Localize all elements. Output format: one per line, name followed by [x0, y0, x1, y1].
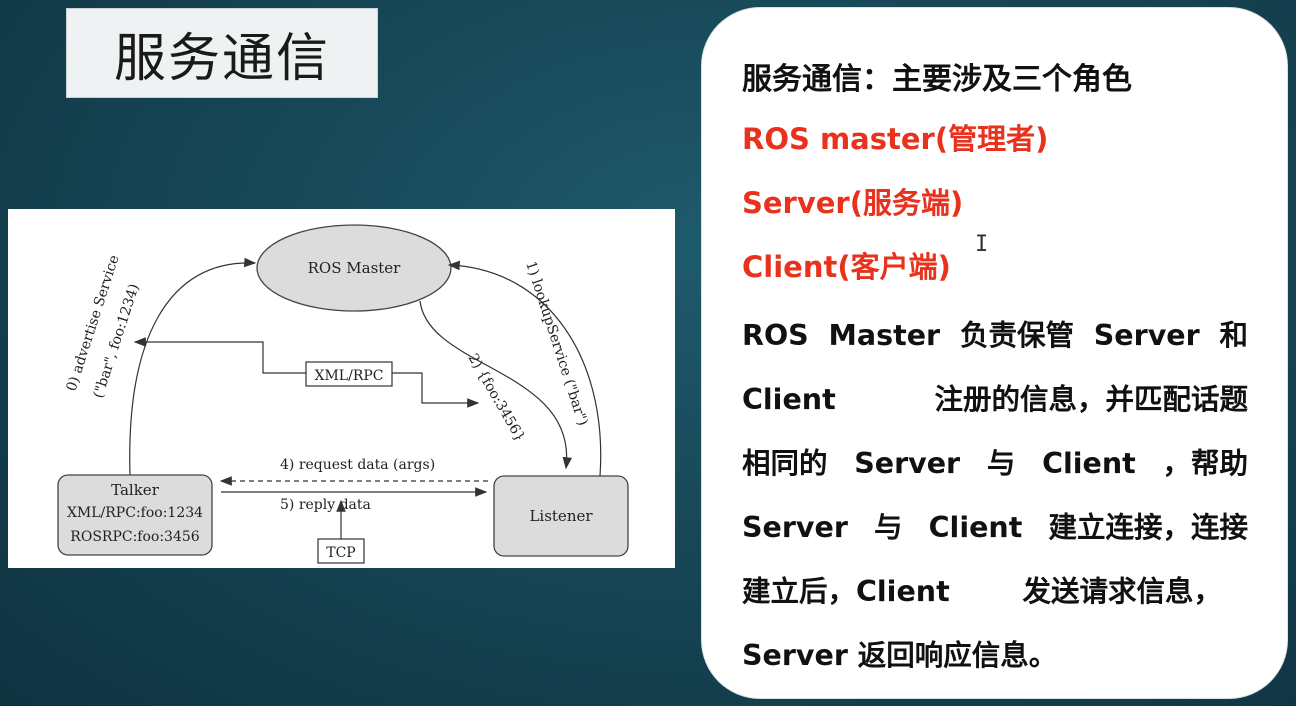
desc-word: ROS: [742, 319, 809, 352]
service-communication-diagram: ROS Master Talker XML/RPC:foo:1234 ROSRP…: [8, 209, 675, 568]
description-line-6: Server 返回响应信息。: [742, 624, 1057, 688]
desc-word: 建立后，Client: [742, 575, 950, 608]
explanation-card: 服务通信：主要涉及三个角色 ROS master(管理者) Server(服务端…: [702, 8, 1287, 698]
description-line-1: ROS Master 负责保管 Server 和: [742, 304, 1248, 368]
desc-word: Server 返回响应信息。: [742, 639, 1058, 672]
lookup-arrow: [447, 260, 602, 477]
desc-word: Server: [1093, 319, 1200, 352]
request-label: 4) request data (args): [280, 457, 435, 473]
description-line-3: 相同的 Server 与 Client ，帮助: [742, 432, 1248, 496]
response-arrow: [419, 300, 573, 470]
xmlrpc-connector-right: [392, 372, 480, 408]
listener-label: Listener: [529, 507, 593, 525]
talker-label: Talker: [111, 481, 160, 499]
talker-node: [57, 474, 213, 556]
desc-word: 负责保管: [959, 319, 1074, 352]
xmlrpc-box: [305, 361, 393, 387]
xmlrpc-connector-left: [133, 337, 306, 374]
slide-title: 服务通信: [113, 28, 330, 89]
listener-node: [493, 475, 629, 557]
role-server: Server(服务端): [742, 186, 964, 220]
role-client: Client(客户端): [742, 250, 951, 284]
desc-word: ，帮助: [1162, 447, 1248, 480]
talker-rosrpc-port: ROSRPC:foo:3456: [70, 529, 199, 545]
role-ros-master: ROS master(管理者): [742, 122, 1049, 156]
desc-word: 建立连接，连接: [1048, 511, 1248, 544]
desc-word: Server: [854, 447, 961, 480]
ros-master-label: ROS Master: [308, 259, 402, 277]
desc-word: 相同的: [742, 447, 828, 480]
desc-word: Server: [742, 511, 848, 544]
card-heading: 服务通信：主要涉及三个角色: [742, 62, 1132, 97]
diagram-svg: ROS Master Talker XML/RPC:foo:1234 ROSRP…: [57, 224, 629, 564]
talker-xmlrpc-port: XML/RPC:foo:1234: [67, 505, 203, 521]
desc-word: Client: [1042, 447, 1136, 480]
description-line-5: 建立后，Client 发送请求信息，: [742, 560, 1222, 624]
desc-word: 和: [1219, 319, 1248, 352]
description-line-2: Client 注册的信息，并匹配话题: [742, 368, 1248, 432]
lookup-label: 1) lookupService ("bar"): [522, 259, 590, 427]
desc-word: Client: [742, 383, 836, 416]
description-line-4: Server 与 Client 建立连接，连接: [742, 496, 1248, 560]
reply-label: 5) reply data: [280, 497, 371, 513]
slide-title-box: 服务通信: [66, 8, 378, 98]
desc-word: 与: [986, 447, 1016, 480]
desc-word: 注册的信息，并匹配话题: [934, 383, 1248, 416]
desc-word: Client: [928, 511, 1023, 544]
advertise-arrow: [129, 257, 257, 476]
desc-word: 与: [874, 511, 903, 544]
text-cursor-icon: I: [975, 232, 989, 257]
desc-word: Master: [828, 319, 941, 352]
desc-word: 发送请求信息，: [1022, 575, 1222, 608]
tcp-label: TCP: [326, 545, 355, 561]
xmlrpc-label: XML/RPC: [315, 368, 384, 384]
response-label: 2) {foo:3456}: [465, 351, 528, 445]
